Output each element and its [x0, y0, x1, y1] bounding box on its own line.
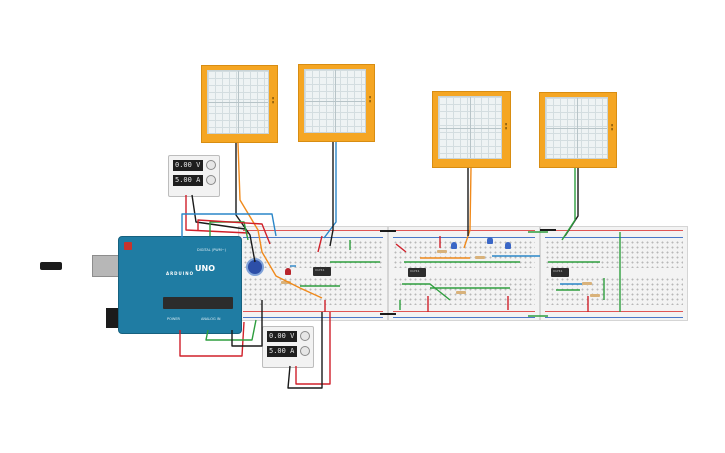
atmega-chip [163, 297, 233, 309]
hole-grid [243, 240, 383, 268]
scope-side-marking: ▮▮ [504, 122, 508, 130]
voltage-knob-icon[interactable] [206, 160, 216, 170]
reset-button[interactable] [124, 242, 132, 250]
chip-label: lm741 [410, 269, 420, 273]
current-display: 5.00 A [173, 175, 203, 186]
ground-rail [393, 237, 535, 238]
led-blue-icon[interactable] [451, 242, 457, 249]
potentiometer-knob-icon[interactable] [246, 258, 264, 276]
voltage-display: 0.00 V [173, 160, 203, 171]
oscilloscope-screen [545, 97, 608, 159]
resistor-icon[interactable] [437, 250, 447, 253]
power-rail [393, 230, 535, 231]
opamp-chip-1[interactable]: lm741 [313, 267, 331, 276]
chip-label: lm741 [553, 269, 563, 273]
oscilloscope-screen [207, 70, 269, 134]
ground-rail [243, 237, 383, 238]
scope-side-marking: ▮▮ [368, 95, 372, 104]
resistor-icon[interactable] [456, 291, 466, 294]
usb-cable-plug [40, 262, 62, 270]
led-blue-icon[interactable] [487, 237, 493, 244]
analog-header-label: ANALOG IN [201, 317, 221, 321]
led-red-icon[interactable] [285, 268, 291, 275]
ground-rail [243, 317, 383, 318]
resistor-icon[interactable] [475, 256, 485, 259]
current-knob-icon[interactable] [206, 175, 216, 185]
hole-grid [545, 240, 683, 268]
breadboard-3[interactable] [540, 226, 688, 321]
oscilloscope-1[interactable]: ▮▮ [201, 65, 278, 143]
wire-blue [323, 142, 337, 239]
chip-label: lm741 [315, 268, 325, 272]
hole-grid [393, 240, 535, 268]
arduino-model-label: UNO [195, 264, 215, 273]
arduino-brand-label: ARDUINO [166, 271, 194, 276]
voltage-display: 0.00 V [267, 331, 297, 342]
wire-black [191, 194, 246, 230]
power-rail [545, 230, 683, 231]
power-supply-bottom[interactable]: 0.00 V 5.00 A [262, 326, 314, 368]
scope-side-marking: ▮▮ [610, 122, 614, 131]
power-supply-top[interactable]: 0.00 V 5.00 A [168, 155, 220, 197]
power-rail [243, 230, 383, 231]
hole-grid [545, 277, 683, 305]
power-header-label: POWER [167, 317, 180, 321]
oscilloscope-4[interactable]: ▮▮ [539, 92, 617, 168]
oscilloscope-screen [438, 96, 502, 159]
voltage-knob-icon[interactable] [300, 331, 310, 341]
ground-rail [545, 237, 683, 238]
oscilloscope-screen [304, 69, 366, 133]
current-knob-icon[interactable] [300, 346, 310, 356]
oscilloscope-3[interactable]: ▮▮ [432, 91, 511, 168]
hole-grid [243, 277, 383, 305]
scope-side-marking: ▮▮ [271, 96, 275, 105]
opamp-chip-2[interactable]: lm741 [408, 268, 426, 277]
resistor-icon[interactable] [590, 294, 600, 297]
ground-rail [393, 317, 535, 318]
current-display: 5.00 A [267, 346, 297, 357]
power-rail [393, 311, 535, 312]
power-rail [243, 311, 383, 312]
arduino-uno-board[interactable]: DIGITAL (PWM~) ARDUINO UNO POWER ANALOG … [118, 236, 242, 334]
resistor-icon[interactable] [582, 282, 592, 285]
opamp-chip-3[interactable]: lm741 [551, 268, 569, 277]
oscilloscope-2[interactable]: ▮▮ [298, 64, 375, 142]
power-rail [545, 311, 683, 312]
digital-header-label: DIGITAL (PWM~) [197, 248, 227, 252]
resistor-icon[interactable] [281, 281, 291, 284]
led-blue-icon[interactable] [505, 242, 511, 249]
ground-rail [545, 317, 683, 318]
